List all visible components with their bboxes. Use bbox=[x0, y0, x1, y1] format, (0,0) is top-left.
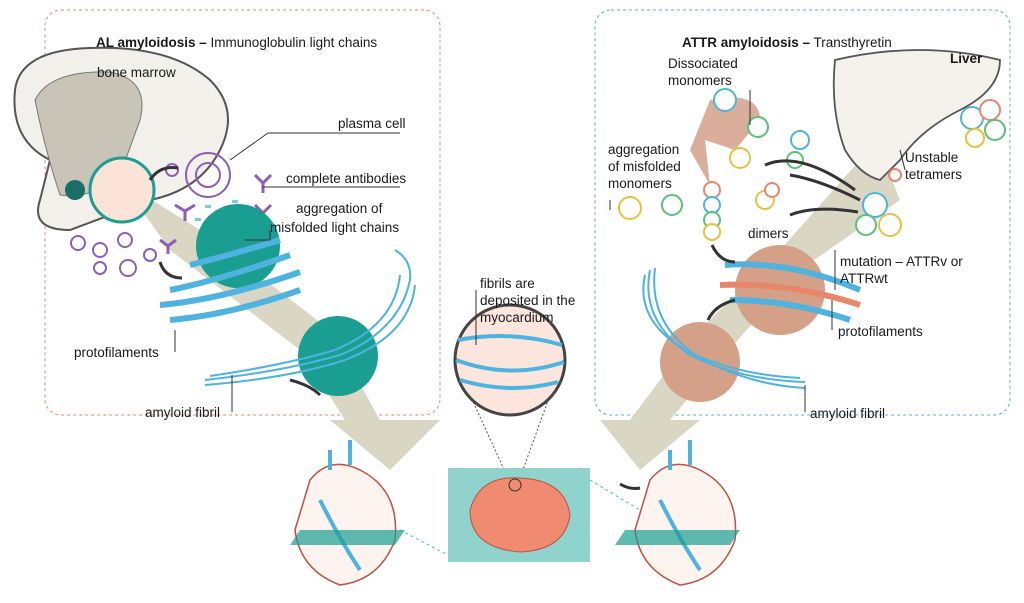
label-mutation-line1: mutation – ATTRv or bbox=[840, 254, 963, 269]
attr-amyloid-fibril bbox=[642, 267, 806, 389]
liver-illustration bbox=[832, 49, 1001, 181]
bone-marrow-illustration bbox=[13, 46, 229, 232]
label-unstable-line2: tetramers bbox=[905, 167, 962, 182]
myocardium-magnifier bbox=[453, 303, 567, 479]
label-plasma-cell: plasma cell bbox=[338, 116, 406, 131]
label-aggregation-line2: misfolded light chains bbox=[270, 220, 399, 235]
al-amyloid-fibril bbox=[204, 249, 416, 386]
label-bone-marrow: bone marrow bbox=[97, 65, 176, 80]
heart-illustration-left bbox=[290, 440, 405, 586]
attr-protofilaments bbox=[719, 261, 862, 323]
plasma-cells bbox=[70, 152, 231, 277]
leader-lines bbox=[174, 90, 906, 412]
label-attr-aggregation-line3: monomers bbox=[608, 176, 672, 191]
al-panel bbox=[44, 9, 441, 416]
label-attr-aggregation-line2: of misfolded bbox=[608, 159, 681, 174]
ttr-proteins bbox=[618, 88, 1006, 241]
label-mutation-line2: ATTRwt bbox=[840, 271, 888, 286]
label-aggregation-line1: aggregation of bbox=[296, 201, 383, 216]
label-center-line3: myocardium bbox=[480, 310, 554, 325]
al-title: AL amyloidosis – Immunoglobulin light ch… bbox=[96, 35, 377, 50]
label-attr-protofilaments: protofilaments bbox=[838, 324, 923, 339]
attr-monomer-arrow bbox=[690, 97, 760, 185]
label-al-protofilaments: protofilaments bbox=[74, 345, 159, 360]
label-attr-amyloid-fibril: amyloid fibril bbox=[810, 406, 885, 421]
label-center-line2: deposited in the bbox=[480, 293, 575, 308]
label-unstable-line1: Unstable bbox=[905, 150, 958, 165]
heart-illustration-right bbox=[615, 440, 740, 586]
label-dissociated-line2: monomers bbox=[668, 73, 732, 88]
label-dissociated-line1: Dissociated bbox=[668, 56, 738, 71]
label-al-amyloid-fibril: amyloid fibril bbox=[145, 405, 220, 420]
label-center-line1: fibrils are bbox=[480, 276, 535, 291]
attr-title: ATTR amyloidosis – Transthyretin bbox=[682, 35, 892, 50]
al-protofilaments bbox=[159, 237, 302, 323]
small-arrows bbox=[148, 159, 861, 504]
label-attr-aggregation-line1: aggregation bbox=[608, 142, 679, 157]
label-complete-antibodies: complete antibodies bbox=[286, 171, 406, 186]
label-liver: Liver bbox=[950, 51, 983, 66]
heart-cross-section bbox=[469, 477, 571, 553]
label-dimers: dimers bbox=[748, 226, 789, 241]
attr-panel bbox=[594, 9, 1011, 416]
